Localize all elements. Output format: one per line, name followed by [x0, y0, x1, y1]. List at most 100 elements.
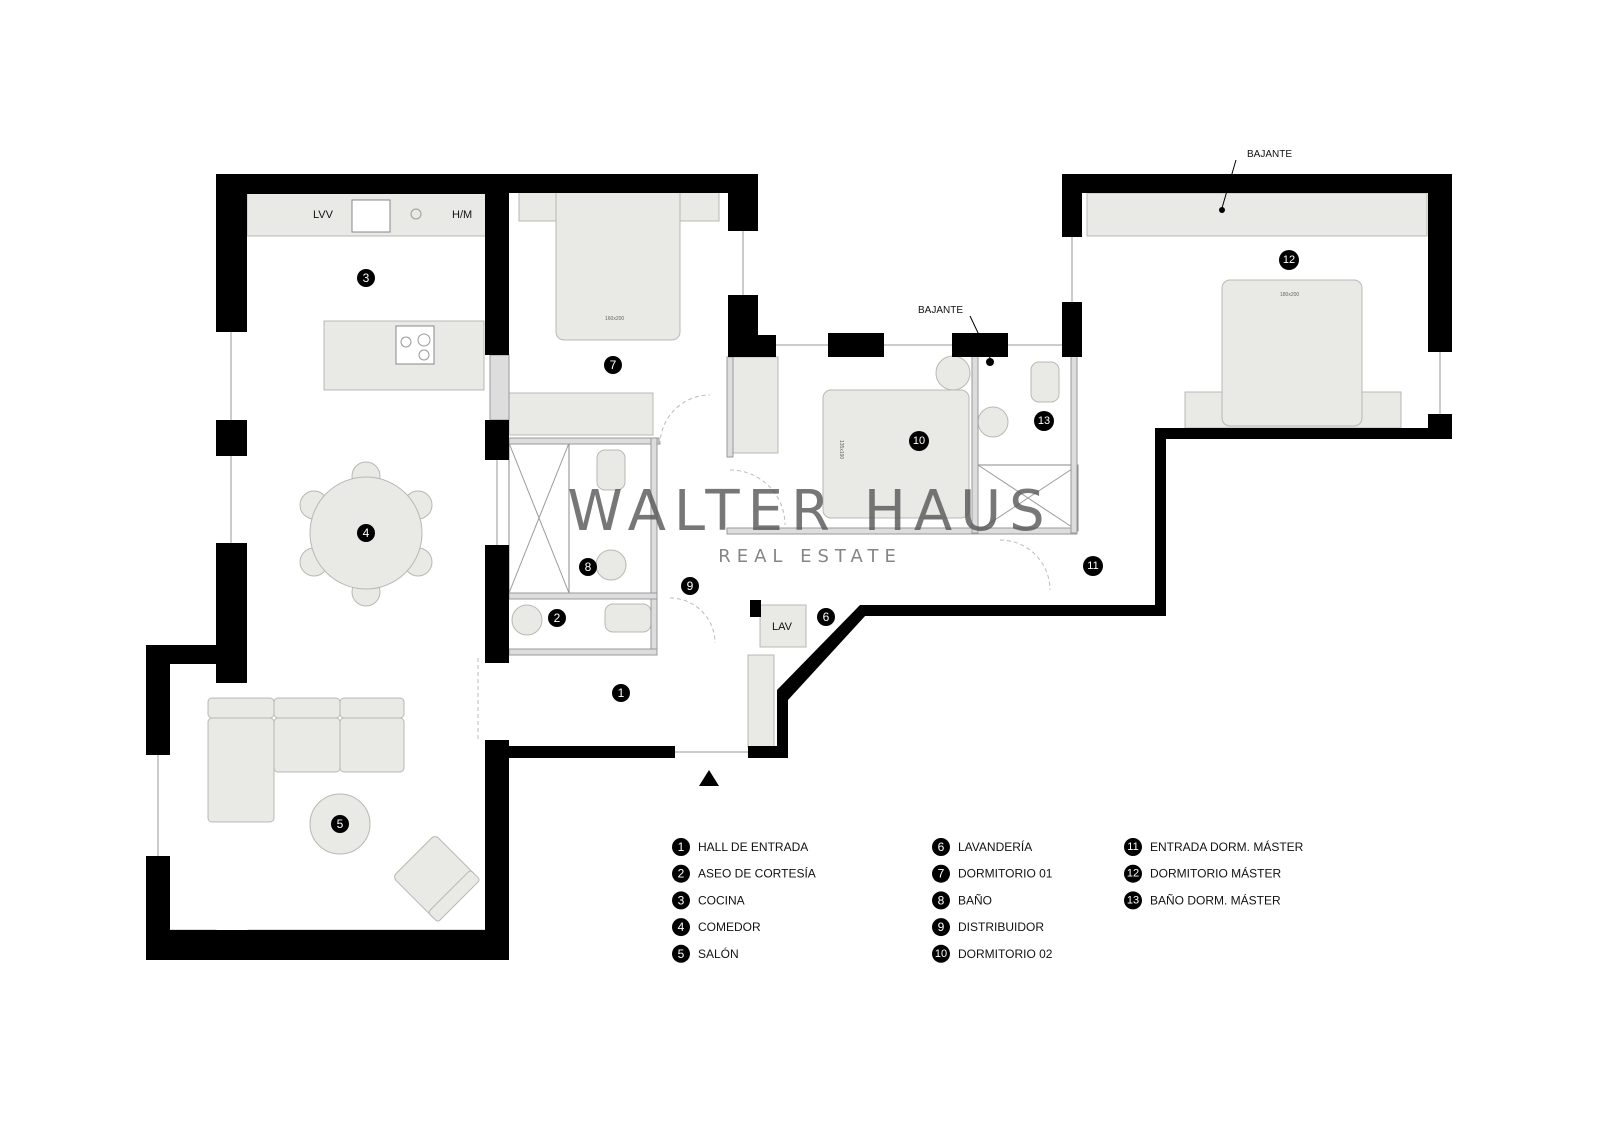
legend-item: 4 COMEDOR: [672, 918, 761, 937]
legend-label: DORMITORIO MÁSTER: [1150, 866, 1281, 881]
room-markers: 1 2 3 4 5 6 7 8 9 10 11 12 13: [331, 250, 1299, 833]
svg-text:5: 5: [337, 817, 344, 831]
wardrobe-dorm02: [729, 356, 779, 454]
room-marker-2: 2: [548, 609, 566, 627]
bed-master: [1221, 279, 1363, 427]
legend-item: 8 BAÑO: [932, 891, 992, 910]
legend-item: 5 SALÓN: [672, 944, 739, 963]
downpipe-label-bath: BAJANTE: [918, 305, 963, 316]
legend-label: DORMITORIO 01: [958, 867, 1053, 881]
wardrobe-master: [1086, 192, 1428, 237]
svg-text:2: 2: [554, 611, 561, 625]
svg-text:9: 9: [687, 579, 694, 593]
legend-number: 13: [1127, 894, 1139, 906]
legend-label: COMEDOR: [698, 920, 761, 934]
svg-text:1: 1: [618, 686, 625, 700]
svg-text:3: 3: [363, 271, 370, 285]
legend-item: 7 DORMITORIO 01: [932, 864, 1053, 883]
legend-marker: [932, 864, 950, 883]
legend-number: 6: [938, 840, 945, 854]
legend-marker: [932, 838, 950, 856]
svg-text:8: 8: [585, 560, 592, 574]
legend-label: COCINA: [698, 893, 745, 907]
hob-icon: [410, 208, 422, 220]
bed-dorm02: [822, 389, 970, 519]
legend-marker: [672, 918, 690, 937]
legend-label: ENTRADA DORM. MÁSTER: [1150, 839, 1304, 854]
legend-marker: [1124, 838, 1142, 856]
legend-marker: [672, 838, 690, 856]
legend-number: 1: [678, 840, 685, 854]
armchair: [394, 836, 480, 922]
door-swings: [477, 394, 1051, 740]
walls: [146, 174, 1452, 960]
oven-label: H/M: [452, 209, 472, 221]
room-marker-1: 1: [612, 684, 630, 702]
windows: [157, 231, 1441, 856]
bed-size-master: 180x200: [1280, 292, 1299, 298]
room-marker-7: 7: [604, 356, 622, 374]
watermark-tagline: REAL ESTATE: [718, 546, 902, 567]
room-marker-4: 4: [357, 524, 375, 542]
downpipe-label-master: BAJANTE: [1247, 149, 1292, 160]
legend-marker: [932, 944, 950, 963]
legend-number: 2: [678, 867, 685, 881]
room-marker-8: 8: [579, 558, 597, 576]
room-marker-6: 6: [817, 608, 835, 626]
room-marker-11: 11: [1083, 556, 1103, 576]
room-marker-5: 5: [331, 815, 349, 833]
legend-number: 12: [1127, 868, 1139, 880]
downpipe-icon: [1219, 207, 1225, 213]
sink-8: [595, 549, 627, 581]
downpipe-icon: [986, 358, 994, 366]
legend-item: 2 ASEO DE CORTESÍA: [672, 864, 816, 883]
legend-marker: [932, 891, 950, 910]
legend-label: SALÓN: [698, 946, 739, 961]
legend-item: 13 BAÑO DORM. MÁSTER: [1124, 891, 1281, 910]
room-marker-3: 3: [357, 269, 375, 287]
sofa: [207, 697, 405, 823]
toilet-8: [596, 449, 626, 491]
legend-label: BAÑO: [958, 893, 992, 907]
legend-label: BAÑO DORM. MÁSTER: [1150, 892, 1281, 907]
legend-label: HALL DE ENTRADA: [698, 840, 808, 854]
legend-number: 10: [935, 948, 947, 960]
washer-label: LAV: [772, 621, 793, 633]
svg-text:11: 11: [1087, 560, 1098, 572]
svg-text:10: 10: [913, 435, 925, 447]
legend-marker: [672, 864, 690, 883]
room-marker-13: 13: [1034, 411, 1054, 431]
sink-2: [511, 604, 543, 636]
room-marker-12: 12: [1279, 250, 1299, 270]
legend-number: 3: [678, 893, 685, 907]
legend-number: 5: [678, 947, 685, 961]
wardrobe-dorm01: [508, 392, 654, 436]
bed-size-dorm01: 160x200: [605, 316, 624, 322]
svg-text:6: 6: [823, 610, 830, 624]
dishwasher-label: LVV: [313, 209, 334, 221]
legend-item: 3 COCINA: [672, 891, 745, 910]
watermark-brand: WALTER HAUS: [567, 479, 1052, 544]
legend-number: 9: [938, 920, 945, 934]
legend: 1 HALL DE ENTRADA 2 ASEO DE CORTESÍA 3 COCINA…: [672, 838, 1304, 963]
legend-marker: [672, 891, 690, 910]
legend-number: 8: [938, 893, 945, 907]
legend-number: 7: [938, 867, 945, 881]
legend-item: 1 HALL DE ENTRADA: [672, 838, 808, 856]
svg-text:7: 7: [610, 358, 617, 372]
legend-marker: [1124, 891, 1142, 910]
legend-marker: [672, 944, 690, 963]
entrance-arrow-icon: [699, 770, 719, 786]
svg-text:13: 13: [1038, 415, 1050, 427]
svg-text:12: 12: [1283, 254, 1295, 266]
room-marker-9: 9: [681, 577, 699, 595]
legend-label: ASEO DE CORTESÍA: [698, 866, 816, 881]
legend-item: 6 LAVANDERÍA: [932, 838, 1032, 856]
kitchen-sink: [351, 199, 391, 233]
legend-label: LAVANDERÍA: [958, 839, 1032, 854]
legend-number: 4: [678, 920, 685, 934]
toilet-2: [604, 603, 652, 633]
